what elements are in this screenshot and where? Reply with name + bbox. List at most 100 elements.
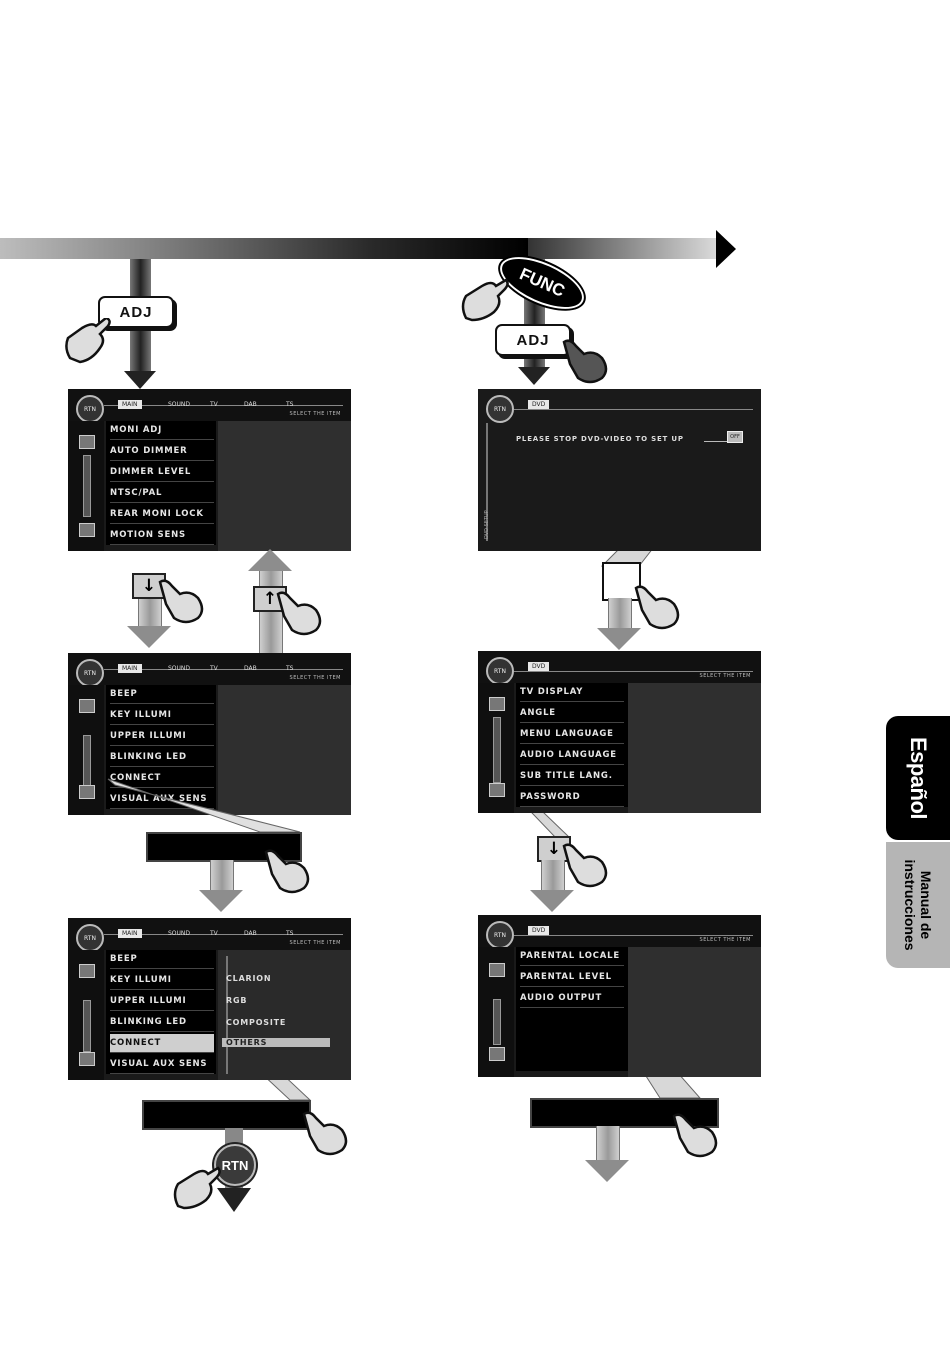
list-item[interactable]: AUDIO OUTPUT bbox=[520, 989, 624, 1008]
flow-bar-continuation bbox=[528, 238, 720, 259]
tab-dab[interactable]: DAB bbox=[244, 930, 257, 937]
dial-icon[interactable]: RTN bbox=[486, 657, 514, 685]
hand-pointer-icon bbox=[158, 579, 204, 624]
right-down-arrow-icon bbox=[518, 367, 550, 385]
option-item-selected[interactable]: OTHERS bbox=[222, 1038, 330, 1047]
detail-pane bbox=[218, 685, 351, 815]
tab-sound[interactable]: SOUND bbox=[168, 665, 191, 672]
detail-pane bbox=[628, 947, 761, 1077]
list-item[interactable]: AUDIO LANGUAGE bbox=[520, 746, 624, 765]
list-item-selected[interactable]: CONNECT bbox=[110, 1034, 214, 1053]
scroll-up-button[interactable] bbox=[79, 699, 95, 713]
list-item[interactable]: UPPER ILLUMI bbox=[110, 727, 214, 746]
scrollbar[interactable] bbox=[493, 999, 501, 1045]
tab-main[interactable]: MAIN bbox=[118, 929, 142, 938]
hand-pointer-icon bbox=[302, 1111, 348, 1156]
scroll-down-button[interactable] bbox=[79, 785, 95, 799]
manual-tab-line2: instrucciones bbox=[902, 859, 918, 951]
dial-icon[interactable]: RTN bbox=[76, 395, 104, 423]
dial-icon[interactable]: RTN bbox=[486, 921, 514, 949]
manual-tab[interactable] bbox=[886, 842, 950, 968]
adj-button-right[interactable]: ADJ bbox=[495, 324, 571, 356]
tab-dvd[interactable]: DVD bbox=[528, 662, 550, 671]
list-item[interactable]: PARENTAL LOCALE bbox=[520, 947, 624, 966]
tab-dab[interactable]: DAB bbox=[244, 401, 257, 408]
scroll-up-button[interactable] bbox=[489, 963, 505, 977]
language-tab[interactable] bbox=[886, 716, 950, 840]
tab-sound[interactable]: SOUND bbox=[168, 930, 191, 937]
list-item[interactable]: NTSC/PAL bbox=[110, 484, 214, 503]
scrollbar[interactable] bbox=[83, 1000, 91, 1052]
list-item[interactable]: REAR MONI LOCK bbox=[110, 505, 214, 524]
list-item[interactable]: VISUAL AUX SENS bbox=[110, 1055, 214, 1074]
off-button[interactable]: OFF bbox=[727, 431, 743, 443]
tab-main[interactable]: MAIN bbox=[118, 664, 142, 673]
scroll-up-button[interactable] bbox=[79, 435, 95, 449]
tab-main[interactable]: MAIN bbox=[118, 400, 142, 409]
tab-sound[interactable]: SOUND bbox=[168, 401, 191, 408]
options-pane: CLARION RGB COMPOSITE OTHERS bbox=[218, 950, 351, 1080]
language-tab-label: Español bbox=[906, 736, 931, 820]
blank-key-button[interactable] bbox=[602, 562, 641, 601]
list-item[interactable]: BEEP bbox=[110, 685, 214, 704]
scrollbar[interactable] bbox=[493, 717, 501, 783]
list-item[interactable]: BEEP bbox=[110, 950, 214, 969]
menu-list: PARENTAL LOCALE PARENTAL LEVEL AUDIO OUT… bbox=[516, 947, 628, 1071]
tab-dab[interactable]: DAB bbox=[244, 665, 257, 672]
grey-down-arrow-icon bbox=[530, 890, 574, 912]
scroll-down-button[interactable] bbox=[79, 523, 95, 537]
tab-ts[interactable]: TS bbox=[286, 401, 294, 408]
manual-tab-line1: Manual de bbox=[918, 870, 934, 940]
scroll-down-button[interactable] bbox=[79, 1052, 95, 1066]
left-down-arrow-icon bbox=[124, 371, 156, 389]
flow-shaft bbox=[210, 860, 234, 890]
manual-tab-label: Manual de instrucciones bbox=[902, 859, 934, 950]
list-item[interactable]: MENU LANGUAGE bbox=[520, 725, 624, 744]
detail-pane bbox=[218, 421, 351, 551]
menu-list: BEEP KEY ILLUMI UPPER ILLUMI BLINKING LE… bbox=[106, 685, 216, 809]
tab-tv[interactable]: TV bbox=[210, 401, 218, 408]
option-item[interactable]: CLARION bbox=[226, 974, 272, 983]
flow-bar bbox=[0, 238, 528, 259]
list-item[interactable]: KEY ILLUMI bbox=[110, 706, 214, 725]
status-message: PLEASE STOP DVD-VIDEO TO SET UP bbox=[516, 435, 684, 443]
list-item[interactable]: MOTION SENS bbox=[110, 526, 214, 545]
tab-tv[interactable]: TV bbox=[210, 665, 218, 672]
scroll-down-button[interactable] bbox=[489, 1047, 505, 1061]
dial-icon[interactable]: RTN bbox=[76, 924, 104, 952]
list-item[interactable]: ANGLE bbox=[520, 704, 624, 723]
grey-up-arrow-icon bbox=[248, 549, 292, 571]
list-item[interactable]: MONI ADJ bbox=[110, 421, 214, 440]
tab-dvd[interactable]: DVD bbox=[528, 400, 550, 409]
flow-arrow-head-icon bbox=[716, 230, 736, 268]
scroll-up-button[interactable] bbox=[79, 964, 95, 978]
list-item[interactable]: DIMMER LEVEL bbox=[110, 463, 214, 482]
option-item[interactable]: COMPOSITE bbox=[226, 1018, 287, 1027]
tab-ts[interactable]: TS bbox=[286, 930, 294, 937]
dial-icon[interactable]: RTN bbox=[486, 395, 514, 423]
dark-down-arrow-icon bbox=[217, 1188, 251, 1212]
option-item[interactable]: RGB bbox=[226, 996, 248, 1005]
hand-pointer-icon bbox=[461, 278, 509, 322]
screen-main-2: RTN MAIN SOUND TV DAB TS SELECT THE ITEM… bbox=[68, 653, 351, 815]
tab-tv[interactable]: TV bbox=[210, 930, 218, 937]
list-item[interactable]: KEY ILLUMI bbox=[110, 971, 214, 990]
tab-dvd[interactable]: DVD bbox=[528, 926, 550, 935]
scrollbar[interactable] bbox=[83, 455, 91, 517]
list-item[interactable]: SUB TITLE LANG. bbox=[520, 767, 624, 786]
list-item[interactable]: UPPER ILLUMI bbox=[110, 992, 214, 1011]
list-item[interactable]: TV DISPLAY bbox=[520, 683, 624, 702]
list-item[interactable]: CONNECT bbox=[110, 769, 214, 788]
rtn-button[interactable]: RTN bbox=[214, 1144, 256, 1186]
scroll-down-button[interactable] bbox=[489, 783, 505, 797]
list-item[interactable]: AUTO DIMMER bbox=[110, 442, 214, 461]
scroll-up-button[interactable] bbox=[489, 697, 505, 711]
list-item[interactable]: PASSWORD bbox=[520, 788, 624, 807]
list-item[interactable]: BLINKING LED bbox=[110, 748, 214, 767]
list-item[interactable]: VISUAL AUX SENS bbox=[110, 790, 214, 809]
tab-ts[interactable]: TS bbox=[286, 665, 294, 672]
list-item[interactable]: BLINKING LED bbox=[110, 1013, 214, 1032]
list-item[interactable]: PARENTAL LEVEL bbox=[520, 968, 624, 987]
side-label: DVD SETUP bbox=[484, 510, 490, 539]
